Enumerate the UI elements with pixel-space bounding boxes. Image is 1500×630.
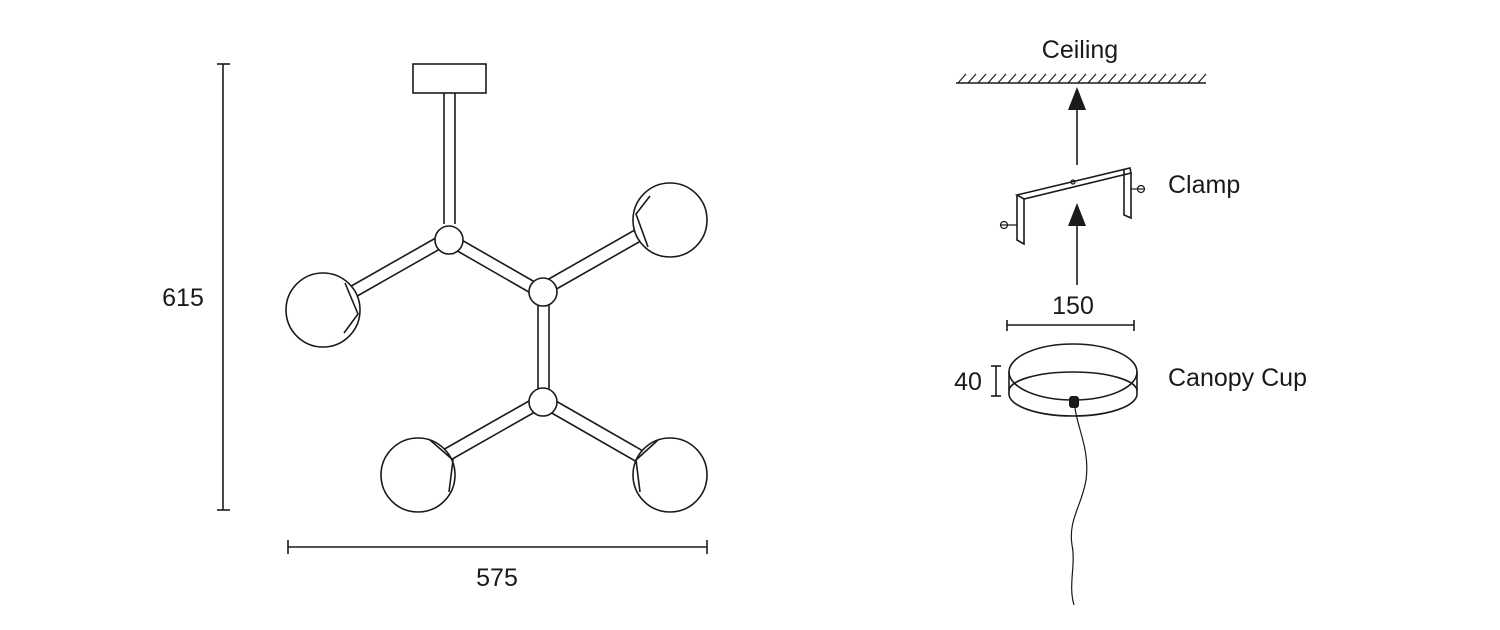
ceiling-hatch-mark bbox=[1157, 73, 1167, 84]
ceiling-hatch-mark bbox=[1127, 73, 1137, 84]
power-cable bbox=[1070, 407, 1088, 606]
ceiling-label: Ceiling bbox=[1042, 36, 1118, 64]
clamp-screw-left bbox=[999, 220, 1017, 230]
ceiling-hatch-mark bbox=[997, 73, 1007, 84]
arm-joint-upper bbox=[434, 225, 464, 255]
ceiling-hatch-mark bbox=[1107, 73, 1117, 84]
ceiling-hatch-mark bbox=[1117, 73, 1127, 84]
ceiling-hatch-mark bbox=[1147, 73, 1157, 84]
clamp-bracket: Clamp bbox=[999, 167, 1240, 246]
ceiling-hatch-mark bbox=[967, 73, 977, 84]
canopy-cup-label: Canopy Cup bbox=[1168, 364, 1307, 392]
clamp-width-label: 150 bbox=[1052, 292, 1094, 320]
ceiling-hatch-mark bbox=[1037, 73, 1047, 84]
arrow-to-clamp bbox=[1068, 203, 1086, 285]
ceiling-hatch-mark bbox=[1007, 73, 1017, 84]
ceiling-hatch-mark bbox=[1057, 73, 1067, 84]
fixture-drawing: 615 575 bbox=[162, 63, 708, 592]
height-dimension: 615 bbox=[162, 63, 230, 511]
globe-right-top bbox=[632, 182, 708, 258]
canopy-cup: Canopy Cup bbox=[1008, 343, 1307, 417]
ceiling-hatch-mark bbox=[1187, 73, 1197, 84]
canopy-height-dimension: 40 bbox=[954, 365, 1001, 397]
mounting-diagram: Ceiling Clamp bbox=[954, 36, 1307, 606]
cable-grommet bbox=[1069, 396, 1079, 408]
clamp-width-dimension: 150 bbox=[1006, 292, 1135, 331]
arrow-to-ceiling bbox=[1068, 87, 1086, 165]
globe-left-top bbox=[285, 272, 361, 348]
width-dimension: 575 bbox=[287, 540, 708, 592]
ceiling-hatch-mark bbox=[1167, 73, 1177, 84]
ceiling-hatch-mark bbox=[987, 73, 997, 84]
width-dimension-label: 575 bbox=[476, 564, 518, 592]
ceiling-hatch-mark bbox=[957, 73, 967, 84]
ceiling-hatch-mark bbox=[1077, 73, 1087, 84]
fixture-stem bbox=[443, 93, 456, 224]
ceiling-line: Ceiling bbox=[956, 36, 1207, 84]
ceiling-hatch-mark bbox=[1047, 73, 1057, 84]
ceiling-hatch-mark bbox=[1067, 73, 1077, 84]
arm-joint-lower bbox=[528, 387, 558, 417]
arm-joint-middle bbox=[528, 277, 558, 307]
clamp-screw-right bbox=[1131, 184, 1146, 194]
ceiling-hatch-mark bbox=[1137, 73, 1147, 84]
ceiling-hatch-mark bbox=[1087, 73, 1097, 84]
fixture-arms bbox=[345, 226, 651, 467]
ceiling-hatch-mark bbox=[1097, 73, 1107, 84]
height-dimension-label: 615 bbox=[162, 284, 204, 312]
ceiling-hatch-mark bbox=[1177, 73, 1187, 84]
clamp-label: Clamp bbox=[1168, 171, 1240, 199]
globe-left-bottom bbox=[380, 437, 456, 513]
ceiling-hatch-mark bbox=[1197, 73, 1207, 84]
fixture-canopy bbox=[412, 63, 487, 94]
canopy-height-label: 40 bbox=[954, 368, 982, 396]
ceiling-hatch-mark bbox=[977, 73, 987, 84]
globe-right-bottom bbox=[632, 437, 708, 513]
ceiling-hatch-mark bbox=[1027, 73, 1037, 84]
ceiling-hatch-mark bbox=[1017, 73, 1027, 84]
